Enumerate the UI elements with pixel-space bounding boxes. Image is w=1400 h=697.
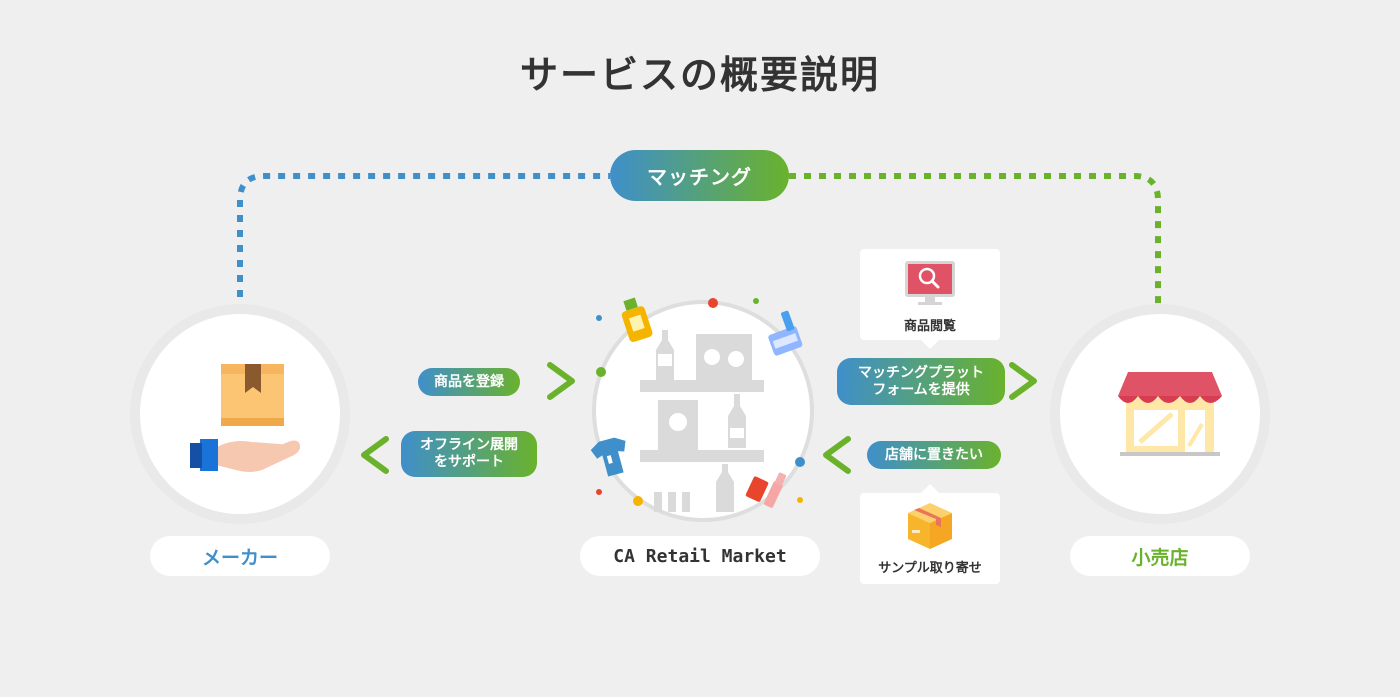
store-shelves-icon — [640, 330, 764, 512]
flow-offline-support: オフライン展開 をサポート — [401, 431, 537, 477]
lipstick-icon — [745, 472, 787, 508]
platform-label: CA Retail Market — [580, 536, 820, 576]
flow-stock-text: 店舗に置きたい — [885, 446, 983, 463]
matching-path-left — [237, 173, 610, 312]
popup-sample-tail — [920, 484, 940, 494]
arrow-register-head — [547, 362, 575, 400]
t-shirt-icon — [590, 437, 626, 477]
product-decorations — [590, 297, 805, 508]
flow-platform-offer: マッチングプラット フォームを提供 — [837, 358, 1005, 405]
flow-offer-text-2: フォームを提供 — [872, 381, 970, 398]
storefront-icon — [1118, 372, 1222, 456]
flow-offline-text-2: をサポート — [434, 454, 504, 470]
maker-circle — [130, 304, 350, 524]
matching-path-right — [789, 173, 1161, 312]
popup-browse-tail — [920, 339, 940, 349]
flow-offline-text-1: オフライン展開 — [420, 437, 518, 453]
cosmetic-jar-icon — [768, 310, 803, 356]
cardboard-box-icon — [908, 503, 952, 549]
dot-red — [708, 298, 718, 308]
retailer-circle — [1050, 304, 1270, 524]
retailer-label: 小売店 — [1070, 536, 1250, 576]
dot-blue — [596, 315, 602, 321]
flow-offer-text-1: マッチングプラット — [858, 364, 984, 381]
popup-sample-request: サンプル取り寄せ — [860, 493, 1000, 584]
page-title: サービスの概要説明 — [519, 53, 880, 97]
matching-badge: マッチング — [610, 150, 789, 201]
arrow-stock-head — [823, 436, 851, 474]
maker-label: メーカー — [150, 536, 330, 576]
popup-browse-products: 商品閲覧 — [860, 249, 1000, 340]
dot-red-small — [596, 489, 602, 495]
arrow-offline-head — [361, 436, 389, 474]
popup-browse-text: 商品閲覧 — [903, 319, 956, 334]
flow-register-text: 商品を登録 — [434, 373, 504, 390]
hand-holding-box-icon — [190, 364, 301, 472]
dot-yellow-small — [797, 497, 803, 503]
flow-want-to-stock: 店舗に置きたい — [867, 441, 1001, 469]
flow-register-products: 商品を登録 — [418, 368, 520, 396]
popup-sample-text: サンプル取り寄せ — [878, 561, 982, 576]
dot-green — [753, 298, 759, 304]
dot-blue-large — [795, 457, 805, 467]
arrow-offer-head — [1009, 362, 1037, 400]
dot-green-large — [596, 367, 606, 377]
perfume-bottle-icon — [621, 297, 653, 342]
dot-yellow — [633, 496, 643, 506]
monitor-search-icon — [905, 261, 955, 305]
